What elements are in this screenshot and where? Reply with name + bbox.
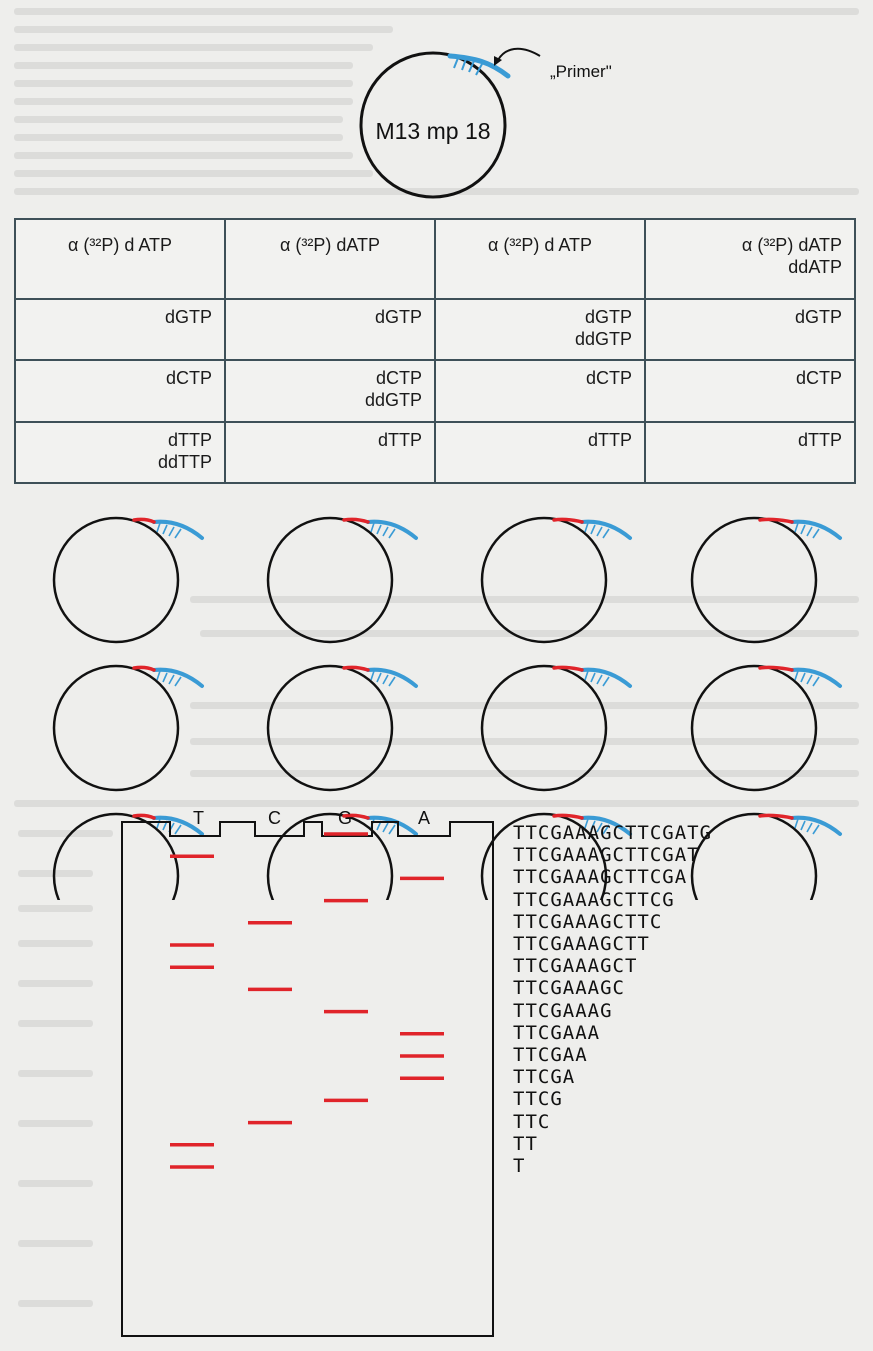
extension-mark xyxy=(132,665,156,672)
primer-mark xyxy=(580,815,632,836)
sequence-fragment: T xyxy=(513,1155,526,1178)
template-circle xyxy=(52,664,204,792)
sequence-fragment: TTCG xyxy=(513,1088,563,1111)
lane-label-c: C xyxy=(268,808,281,828)
sequence-fragment: TTCGAA xyxy=(513,1044,588,1067)
reagent-table: α (³²P) d ATP α (³²P) dATP α (³²P) d ATP… xyxy=(14,218,856,485)
arrowhead-icon xyxy=(494,56,502,66)
lane-label-a: A xyxy=(418,808,431,828)
sequencing-gel xyxy=(121,821,494,1337)
primer-pointer-arrow xyxy=(497,47,541,61)
sequence-fragment: TTCGAAAGCTTCGA xyxy=(513,866,688,889)
extension-mark xyxy=(132,813,156,820)
template-circle xyxy=(480,812,632,900)
plasmid-name: M13 mp 18 xyxy=(375,118,491,144)
extension-mark xyxy=(552,665,584,672)
extension-mark xyxy=(552,517,584,524)
template-circle xyxy=(690,516,842,644)
sequence-fragment: TTCGAAAGCTTC xyxy=(513,910,663,933)
table-cell: dGTP xyxy=(224,297,436,362)
template-circle xyxy=(52,516,204,644)
extension-mark xyxy=(552,813,584,820)
table-cell: dCTP xyxy=(14,359,226,423)
primer-mark xyxy=(790,519,842,540)
gel-bands xyxy=(170,832,444,1169)
primer-mark xyxy=(447,53,511,79)
template-circle xyxy=(480,516,632,644)
extension-mark xyxy=(342,517,370,524)
template-circle xyxy=(266,664,418,792)
extension-mark xyxy=(758,517,794,524)
sequence-fragment: TTCGAAAGCTTCG xyxy=(513,888,675,911)
table-cell: dTTP xyxy=(224,420,436,485)
sequence-fragment: TTCGAAAGCT xyxy=(513,955,638,978)
extension-mark xyxy=(342,813,370,820)
sequence-fragment: TTCGAAAGCTTCGAT xyxy=(513,844,700,867)
plasmid-circle xyxy=(359,51,507,199)
primer-mark xyxy=(366,667,418,688)
sequence-ladder: TTCGAAAGCTTCGATG TTCGAAAGCTTCGAT TTCGAAA… xyxy=(513,822,712,1177)
table-cell: α (³²P) dATP xyxy=(224,218,436,300)
sequence-fragment: TTCGAAA xyxy=(513,1021,601,1044)
table-cell: dCTP xyxy=(434,359,646,423)
template-circle xyxy=(480,664,632,792)
table-cell: α (³²P) d ATP xyxy=(14,218,226,300)
table-cell: dTTP xyxy=(434,420,646,485)
primer-label: „Primer" xyxy=(550,62,612,81)
extension-reaction-grid xyxy=(52,516,842,900)
template-circle xyxy=(266,516,418,644)
primer-mark xyxy=(152,519,204,540)
primer-mark xyxy=(152,667,204,688)
extension-mark xyxy=(758,665,794,672)
m13-plasmid-diagram xyxy=(359,47,541,199)
table-cell: dGTP xyxy=(644,297,856,362)
lane-label-t: T xyxy=(193,808,204,828)
lane-label-g: G xyxy=(338,808,353,828)
table-cell: dTTP xyxy=(644,420,856,485)
primer-mark xyxy=(580,667,632,688)
gel-outline xyxy=(121,821,494,1337)
table-cell: dGTP xyxy=(14,297,226,362)
sequence-fragment: TTC xyxy=(513,1110,551,1133)
extension-mark xyxy=(132,517,156,524)
sequence-fragment: TTCGAAAGC xyxy=(513,977,625,1000)
table-cell: α (³²P) d ATP xyxy=(434,218,646,300)
sequence-fragment: TTCGAAAGCTTCGATG xyxy=(513,822,713,844)
template-circle xyxy=(52,812,204,900)
primer-mark xyxy=(790,815,842,836)
extension-mark xyxy=(342,665,370,672)
table-cell: dCTP xyxy=(644,359,856,423)
sequence-fragment: TT xyxy=(513,1132,538,1155)
table-row: α (³²P) d ATP α (³²P) dATP α (³²P) d ATP… xyxy=(14,218,856,300)
extension-mark xyxy=(758,813,794,820)
primer-mark xyxy=(580,519,632,540)
sequence-fragment: TTCGA xyxy=(513,1066,576,1089)
primer-mark xyxy=(366,519,418,540)
primer-mark xyxy=(152,815,204,836)
primer-mark xyxy=(790,667,842,688)
sequence-fragment: TTCGAAAGCTT xyxy=(513,933,650,956)
template-circle xyxy=(690,812,842,900)
sequence-fragment: TTCGAAAG xyxy=(513,999,613,1022)
template-circle xyxy=(690,664,842,792)
